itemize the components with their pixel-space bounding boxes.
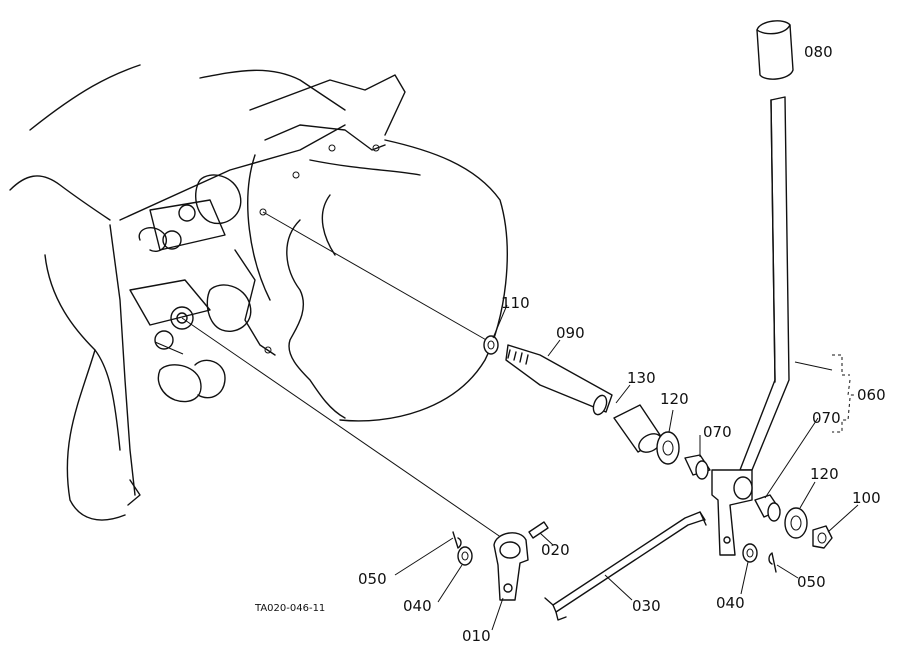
callout-070-b: 070: [812, 409, 841, 427]
arm-010: [493, 532, 529, 601]
callout-040-b: 040: [716, 594, 745, 612]
callout-130: 130: [627, 369, 656, 387]
callout-leaders: [394, 304, 859, 631]
callout-050-b: 050: [797, 573, 826, 591]
callout-050-a: 050: [358, 570, 387, 588]
knob-080: [756, 20, 794, 80]
callout-080: 080: [804, 43, 833, 61]
callout-020: 020: [541, 541, 570, 559]
assembly-lines: [154, 211, 506, 541]
washer-120-a: [656, 431, 680, 465]
bush-070-b: [754, 494, 781, 522]
callout-040-a: 040: [403, 597, 432, 615]
washer-040-b: [742, 543, 758, 563]
callout-100: 100: [852, 489, 881, 507]
diagram-id: TA020-046-11: [254, 603, 325, 614]
callout-labels: 080 060 110 090 130 120 070 070 120 100 …: [254, 43, 886, 645]
shaft-090: [505, 344, 613, 416]
washer-110: [483, 335, 499, 355]
bush-070-a: [684, 454, 711, 480]
callout-090: 090: [556, 324, 585, 342]
callout-030: 030: [632, 597, 661, 615]
callout-120-b: 120: [810, 465, 839, 483]
callout-070-a: 070: [703, 423, 732, 441]
transmission-housing: [9, 64, 508, 521]
callout-120-a: 120: [660, 390, 689, 408]
washer-120-b: [784, 507, 808, 539]
pin-020: [528, 521, 549, 539]
clip-050-a: [452, 531, 462, 549]
callout-060: 060: [857, 386, 886, 404]
washer-040-a: [457, 546, 473, 566]
nut-100: [812, 525, 833, 549]
shift-lever-060: [711, 96, 790, 556]
clip-050-b: [768, 552, 777, 573]
callout-110: 110: [501, 294, 530, 312]
rod-030: [544, 511, 707, 621]
callout-010: 010: [462, 627, 491, 645]
